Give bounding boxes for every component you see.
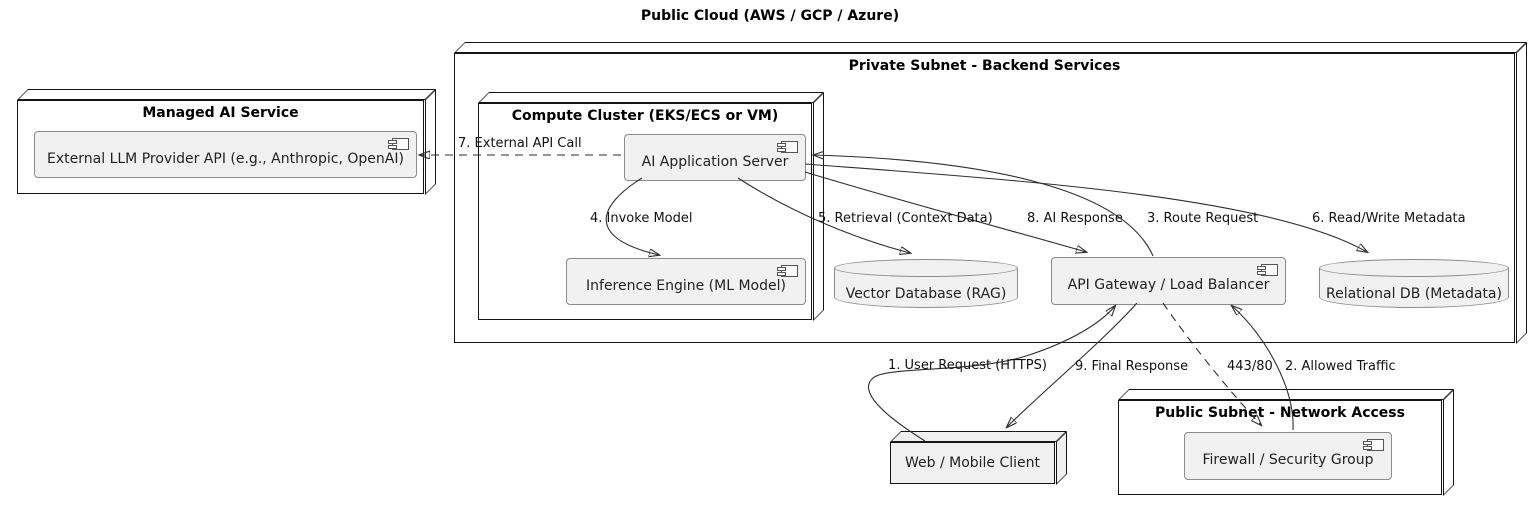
component-ai-application-server: AI Application Server: [624, 134, 806, 181]
database-vector-db: Vector Database (RAG): [834, 259, 1018, 308]
database-relational-db: Relational DB (Metadata): [1319, 259, 1509, 308]
node-managed-ai-title: Managed AI Service: [142, 105, 299, 121]
component-api-gateway: API Gateway / Load Balancer: [1051, 257, 1286, 305]
cylinder-top: [1319, 259, 1509, 277]
node-web-mobile-client: Web / Mobile Client: [890, 442, 1055, 484]
node-public-subnet: Public Subnet - Network Access Firewall …: [1118, 400, 1442, 495]
edge-label-route-request: 3. Route Request: [1147, 211, 1259, 226]
edge-label-ai-response: 8. AI Response: [1027, 211, 1123, 226]
diagram-title: Public Cloud (AWS / GCP / Azure): [640, 8, 900, 24]
component-icon: [388, 138, 409, 150]
edge-label-allowed-traffic: 2. Allowed Traffic: [1285, 359, 1396, 374]
database-relational-db-label: Relational DB (Metadata): [1326, 285, 1502, 302]
node-managed-ai-service: Managed AI Service External LLM Provider…: [17, 100, 424, 194]
database-vector-db-label: Vector Database (RAG): [845, 285, 1007, 302]
component-icon: [1363, 439, 1384, 451]
component-external-llm-api: External LLM Provider API (e.g., Anthrop…: [34, 131, 417, 178]
component-icon: [1257, 264, 1278, 276]
edge-label-read-write-metadata: 6. Read/Write Metadata: [1312, 211, 1466, 226]
cylinder-top: [834, 259, 1018, 277]
component-firewall: Firewall / Security Group: [1184, 432, 1392, 480]
edge-label-allowed-ports: 443/80: [1227, 359, 1273, 374]
node-public-subnet-title: Public Subnet - Network Access: [1155, 405, 1405, 421]
node-web-client-label: Web / Mobile Client: [904, 455, 1041, 471]
edge-label-retrieval: 5. Retrieval (Context Data): [818, 211, 993, 226]
component-inference-engine: Inference Engine (ML Model): [566, 258, 806, 305]
component-icon: [777, 265, 798, 277]
edge-label-invoke-model: 4. Invoke Model: [590, 211, 693, 226]
node-compute-cluster-title: Compute Cluster (EKS/ECS or VM): [511, 108, 779, 124]
edge-label-external-api-call: 7. External API Call: [458, 136, 582, 151]
edge-label-user-request: 1. User Request (HTTPS): [888, 358, 1047, 373]
component-icon: [777, 141, 798, 153]
component-firewall-label: Firewall / Security Group: [1202, 452, 1374, 468]
component-inference-engine-label: Inference Engine (ML Model): [586, 277, 786, 294]
component-external-llm-label: External LLM Provider API (e.g., Anthrop…: [47, 150, 404, 167]
node-private-subnet: Private Subnet - Backend Services Comput…: [454, 53, 1515, 343]
component-ai-app-server-label: AI Application Server: [641, 153, 789, 170]
edge-label-final-response: 9. Final Response: [1075, 359, 1189, 374]
component-api-gateway-label: API Gateway / Load Balancer: [1067, 277, 1270, 293]
node-private-subnet-title: Private Subnet - Backend Services: [848, 58, 1121, 74]
